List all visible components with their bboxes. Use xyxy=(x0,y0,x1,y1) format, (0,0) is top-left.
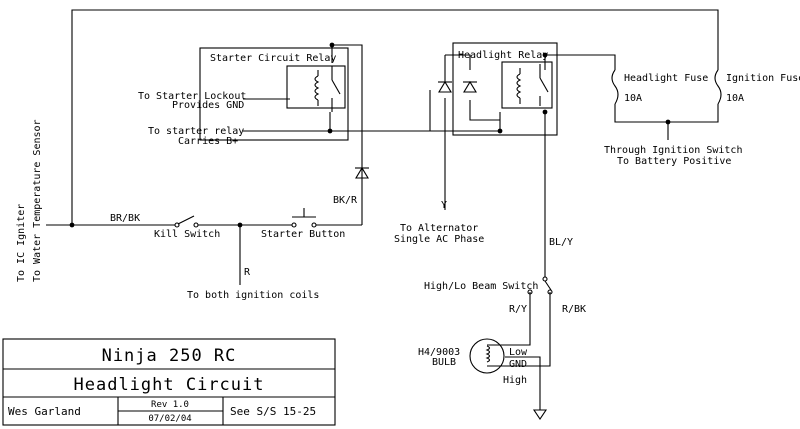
starter-relay-title: Starter Circuit Relay xyxy=(210,53,336,64)
bl-y-label: BL/Y xyxy=(549,237,573,248)
ignition-fuse: Ignition Fuse 10A xyxy=(714,69,800,105)
y-label: Y xyxy=(441,200,447,211)
diode-starter xyxy=(355,166,369,179)
title-author: Wes Garland xyxy=(8,405,81,418)
ignition-switch-label-2: To Battery Positive xyxy=(617,156,731,167)
labels: To Starter Lockout Provides GND To start… xyxy=(16,91,742,386)
alternator-label-1: To Alternator xyxy=(400,223,478,234)
beam-switch xyxy=(527,276,553,295)
left-vertical-label-2: To Water Temperature Sensor xyxy=(32,119,43,282)
r-label: R xyxy=(244,267,251,278)
beam-switch-label: High/Lo Beam Switch xyxy=(424,281,538,292)
junction-dots xyxy=(69,42,671,228)
starter-lockout-label-1: To Starter Lockout xyxy=(138,91,246,102)
diode-alternator-b xyxy=(463,80,477,93)
br-bk-label: BR/BK xyxy=(110,213,140,224)
title-model: Ninja 250 RC xyxy=(102,346,237,366)
headlight-relay: Headlight Relay xyxy=(452,42,558,136)
alternator-label-2: Single AC Phase xyxy=(394,234,484,245)
headlight-fuse-rating: 10A xyxy=(624,93,642,104)
ground-icon xyxy=(532,409,548,420)
kill-switch xyxy=(174,215,199,228)
starter-circuit-relay: Starter Circuit Relay xyxy=(199,47,349,141)
ignition-fuse-rating: 10A xyxy=(726,93,744,104)
bk-r-label: BK/R xyxy=(333,195,358,206)
gnd-label: GND xyxy=(509,359,527,370)
title-date: 07/02/04 xyxy=(148,414,191,424)
starter-button xyxy=(291,208,317,228)
title-see-also: See S/S 15-25 xyxy=(230,405,316,418)
bulb-label-2: BULB xyxy=(432,357,456,368)
bulb-label-1: H4/9003 xyxy=(418,347,460,358)
r-bk-label: R/BK xyxy=(562,304,586,315)
left-vertical-label-1: To IC Igniter xyxy=(16,204,27,282)
diode-alternator-a xyxy=(438,55,452,93)
starter-feed-label-2: Carries B+ xyxy=(178,136,238,147)
title-name: Headlight Circuit xyxy=(74,375,265,395)
ignition-switch-label-1: Through Ignition Switch xyxy=(604,145,742,156)
starter-lockout-label-2: Provides GND xyxy=(172,100,244,111)
headlight-fuse: Headlight Fuse 10A xyxy=(611,69,708,105)
headlight-fuse-label: Headlight Fuse xyxy=(624,73,708,84)
low-label: Low xyxy=(509,347,528,358)
title-block: Ninja 250 RC Headlight Circuit Wes Garla… xyxy=(2,338,336,426)
starter-button-label: Starter Button xyxy=(261,229,345,240)
starter-feed-label-1: To starter relay xyxy=(148,126,244,137)
headlight-relay-title: Headlight Relay xyxy=(458,50,548,61)
headlight-bulb xyxy=(469,338,505,374)
r-y-label: R/Y xyxy=(509,304,527,315)
kill-switch-label: Kill Switch xyxy=(154,229,220,240)
ignition-coils-label: To both ignition coils xyxy=(187,290,319,301)
ignition-fuse-label: Ignition Fuse xyxy=(726,73,800,84)
high-label: High xyxy=(503,375,527,386)
title-revision: Rev 1.0 xyxy=(151,400,189,410)
